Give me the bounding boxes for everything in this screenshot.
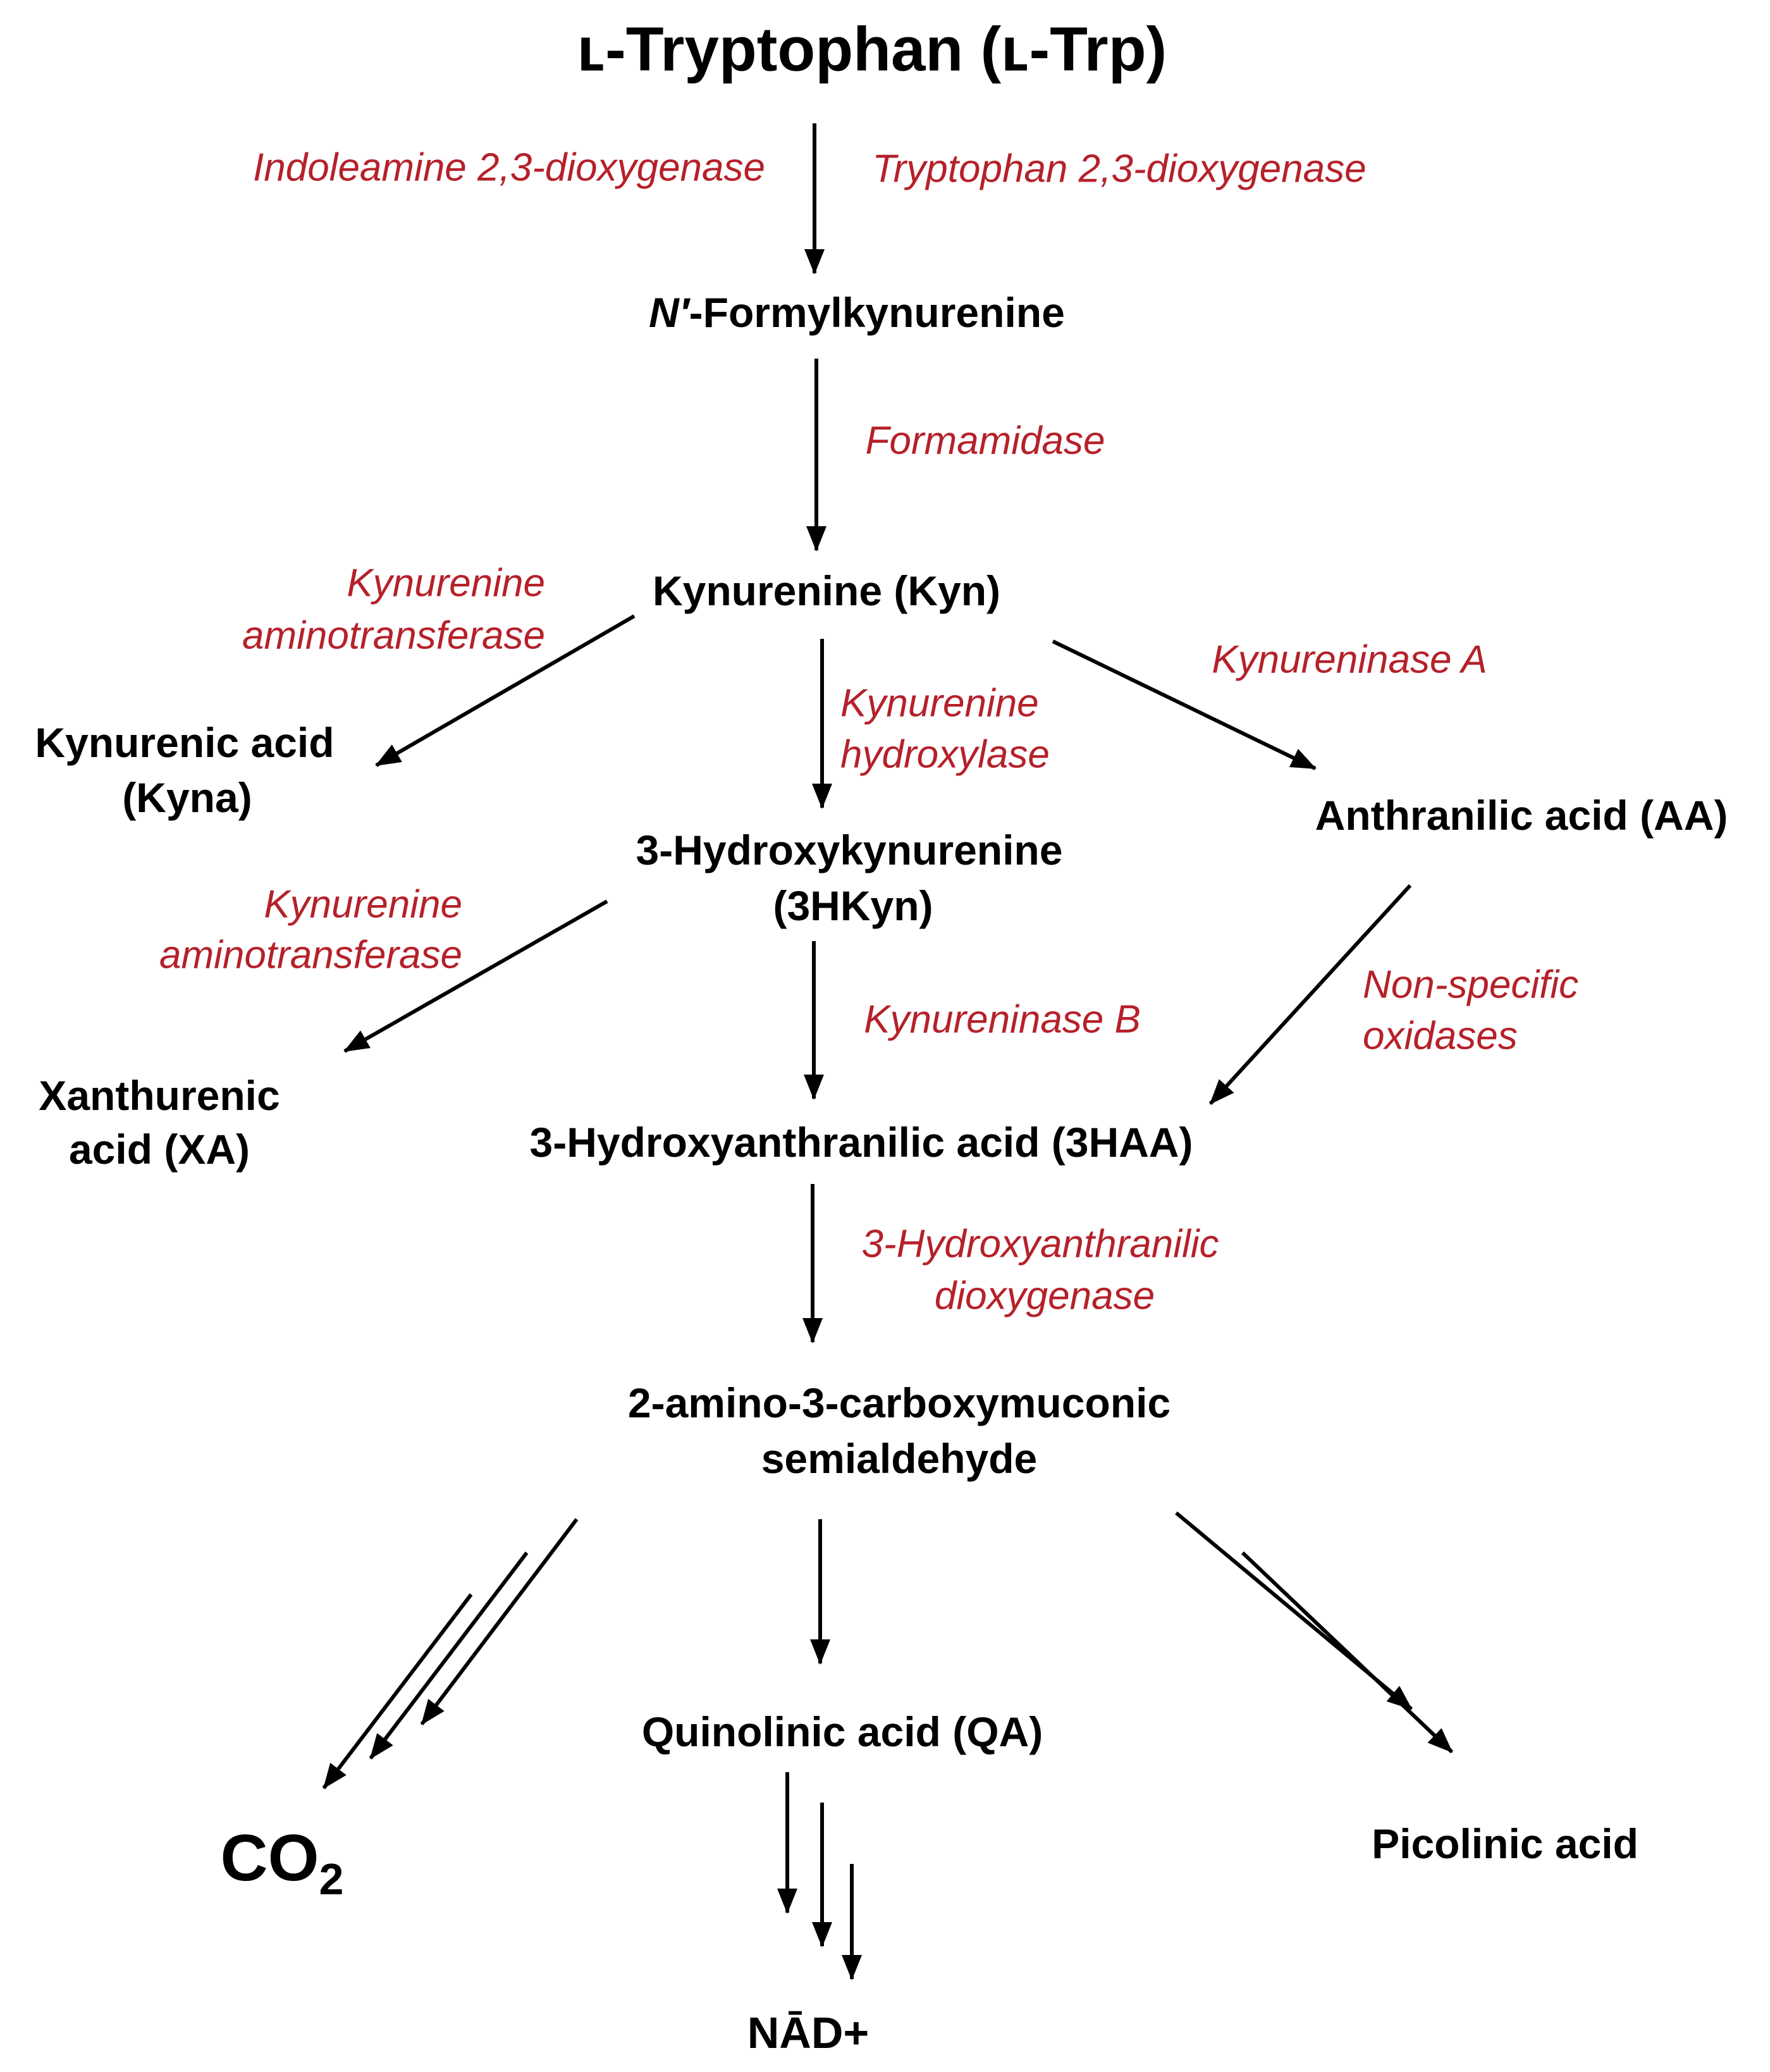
formylkynurenine-suffix: -Formylkynurenine: [689, 289, 1065, 336]
enzyme-kynureninase-b: Kynureninase B: [864, 997, 1141, 1042]
co2-main: CO: [220, 1821, 319, 1895]
enzyme-oxidases-line1: Non-specific: [1363, 963, 1579, 1007]
enzyme-kat-2-line2: aminotransferase: [159, 933, 462, 977]
arrow-aa-to-3haa: [1208, 884, 1412, 1106]
metabolite-nad: NĀD+: [747, 2007, 870, 2057]
enzyme-kmo-line2: hydroxylase: [840, 732, 1050, 777]
arrow-kyn-to-kyna: [375, 614, 636, 767]
formylkynurenine-prefix: N′: [649, 289, 689, 336]
arrow-acms-to-picolinic-2: [1241, 1551, 1454, 1754]
co2-subscript: 2: [319, 1854, 344, 1904]
arrow-acms-to-co2-2: [369, 1551, 529, 1760]
metabolite-kynurenine: Kynurenine (Kyn): [652, 567, 1001, 615]
metabolite-anthranilic-acid: Anthranilic acid (AA): [1315, 792, 1728, 839]
enzyme-ido: Indoleamine 2,3-dioxygenase: [253, 145, 765, 190]
metabolite-hydroxykynurenine-line1: 3-Hydroxykynurenine: [636, 827, 1063, 874]
metabolite-acms-line1: 2-amino-3-carboxymuconic: [627, 1379, 1171, 1427]
arrow-3hkyn-to-xa: [343, 899, 608, 1053]
metabolite-kynurenic-acid-line2: (Kyna): [122, 774, 252, 822]
metabolite-formylkynurenine: N′-Formylkynurenine: [649, 289, 1065, 337]
enzyme-kat-1-line2: aminotransferase: [242, 614, 545, 658]
metabolite-picolinic-acid: Picolinic acid: [1372, 1820, 1638, 1868]
enzyme-kynureninase-a: Kynureninase A: [1212, 638, 1487, 682]
enzyme-kmo-line1: Kynurenine: [840, 681, 1039, 725]
metabolite-quinolinic-acid: Quinolinic acid (QA): [641, 1708, 1043, 1756]
metabolite-xanthurenic-line2: acid (XA): [68, 1126, 250, 1173]
arrow-kyn-to-aa: [1052, 639, 1317, 770]
enzyme-formamidase: Formamidase: [865, 419, 1105, 463]
enzyme-kat-2-line1: Kynurenine: [264, 882, 462, 927]
arrow-acms-to-co2-3: [322, 1593, 473, 1789]
enzyme-tdo: Tryptophan 2,3-dioxygenase: [872, 147, 1367, 191]
metabolite-tryptophan: ʟ-Tryptophan (ʟ-Trp): [577, 14, 1167, 84]
metabolite-hydroxykynurenine-line2: (3HKyn): [773, 882, 933, 930]
metabolite-hydroxyanthranilic-acid: 3-Hydroxyanthranilic acid (3HAA): [529, 1119, 1193, 1166]
metabolite-kynurenic-acid-line1: Kynurenic acid: [35, 719, 335, 767]
metabolite-xanthurenic-line1: Xanthurenic: [39, 1072, 280, 1119]
metabolite-co2: CO2: [221, 1821, 344, 1905]
enzyme-oxidases-line2: oxidases: [1363, 1014, 1518, 1058]
enzyme-haao-line2: dioxygenase: [934, 1274, 1155, 1318]
enzyme-haao-line1: 3-Hydroxyanthranilic: [861, 1222, 1219, 1266]
metabolite-acms-line2: semialdehyde: [761, 1435, 1038, 1483]
arrow-acms-to-co2-1: [420, 1518, 579, 1725]
enzyme-kat-1-line1: Kynurenine: [347, 561, 545, 605]
